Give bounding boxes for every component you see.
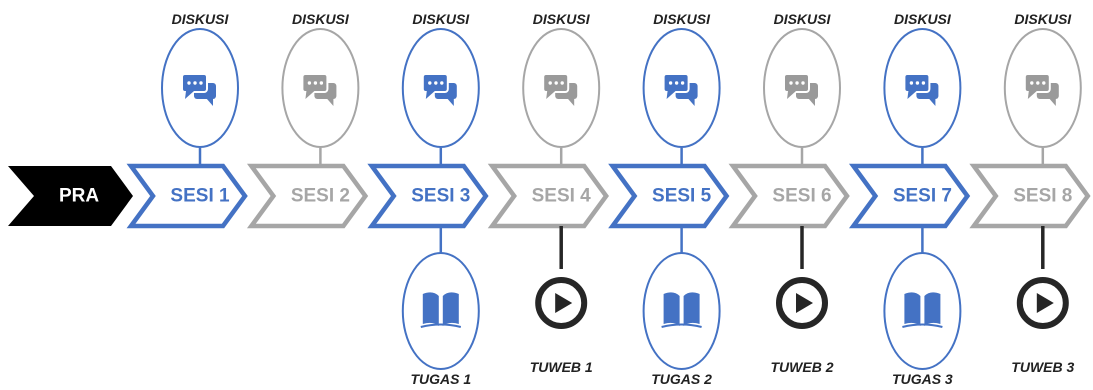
bottom-label-3: TUGAS 1 — [410, 371, 471, 387]
session-label-5: SESI 5 — [652, 186, 712, 207]
chat-back-tail-1 — [206, 98, 213, 106]
sessions-layer: SESI 1 DISKUSI SESI 2 DISKUSI SESI 3 DISKUSI T… — [126, 11, 1091, 387]
chat-dot-8-3 — [1042, 81, 1046, 85]
session-label-6: SESI 6 — [772, 186, 831, 207]
chat-back-tail-4 — [567, 98, 575, 106]
chat-front-tail-4 — [546, 91, 556, 99]
session-6: SESI 6 DISKUSI TUWEB 2 — [728, 11, 850, 375]
chat-front-tail-7 — [907, 91, 917, 99]
chat-dot-3-1 — [428, 81, 432, 85]
session-chevron-8 — [969, 163, 1091, 229]
chat-dot-7-2 — [915, 81, 920, 85]
chat-dot-6-3 — [801, 81, 805, 85]
bottom-label-5: TUGAS 2 — [651, 371, 712, 387]
play-triangle-8 — [1036, 293, 1054, 313]
chat-back-tail-8 — [1048, 98, 1056, 106]
session-chevron-7 — [848, 163, 971, 229]
pra-label: PRA — [59, 186, 99, 207]
chat-back-tail-3 — [446, 98, 454, 106]
top-label-3: DISKUSI — [412, 11, 470, 27]
session-chevron-3 — [367, 163, 489, 229]
bottom-label-7: TUGAS 3 — [892, 371, 953, 387]
book-left-page-5 — [663, 292, 680, 326]
chat-dot-4-3 — [560, 81, 564, 85]
session-chevron-1 — [126, 163, 248, 229]
chat-dot-1-3 — [199, 81, 203, 85]
book-base-5 — [661, 323, 702, 328]
chat-dot-6-2 — [795, 81, 799, 85]
session-label-4: SESI 4 — [532, 186, 592, 207]
book-right-page-5 — [683, 292, 700, 326]
session-2: SESI 2 DISKUSI — [246, 11, 369, 229]
chat-dot-1-2 — [193, 81, 197, 85]
top-label-4: DISKUSI — [533, 11, 591, 27]
session-1: SESI 1 DISKUSI — [126, 11, 248, 229]
bottom-icon-oval-5 — [642, 252, 721, 370]
chat-dot-3-2 — [434, 81, 438, 85]
chat-dot-3-3 — [440, 81, 444, 85]
chat-front-tail-1 — [185, 91, 194, 99]
bottom-label-4: TUWEB 1 — [530, 359, 593, 375]
chat-front-tail-6 — [787, 91, 796, 99]
session-chevron-2 — [246, 163, 369, 229]
top-label-6: DISKUSI — [774, 11, 832, 27]
chat-back-tail-5 — [687, 98, 695, 106]
play-triangle-6 — [796, 293, 813, 313]
book-base-7 — [902, 323, 943, 328]
bottom-label-6: TUWEB 2 — [771, 359, 834, 375]
book-left-page-7 — [904, 292, 921, 326]
chat-back-tail-6 — [808, 98, 815, 106]
top-label-2: DISKUSI — [292, 11, 350, 27]
chat-front-tail-5 — [666, 91, 676, 99]
session-label-2: SESI 2 — [291, 186, 350, 207]
session-5: SESI 5 DISKUSI TUGAS 2 — [608, 11, 730, 387]
session-8: SESI 8 DISKUSI TUWEB 3 — [969, 11, 1091, 375]
session-label-1: SESI 1 — [170, 186, 230, 207]
chat-back-tail-2 — [326, 98, 334, 106]
book-right-page-7 — [924, 292, 941, 326]
play-triangle-4 — [555, 293, 573, 313]
session-3: SESI 3 DISKUSI TUGAS 1 — [367, 11, 489, 387]
session-4: SESI 4 DISKUSI TUWEB 1 — [487, 11, 609, 375]
session-chevron-4 — [487, 163, 609, 229]
pra-arrow — [8, 166, 133, 226]
chat-dot-8-2 — [1036, 81, 1040, 85]
book-left-page-3 — [422, 292, 439, 326]
bottom-icon-oval-3 — [401, 252, 480, 370]
chat-dot-2-3 — [319, 81, 324, 85]
chat-back-tail-7 — [928, 98, 936, 106]
session-label-8: SESI 8 — [1013, 186, 1072, 207]
session-label-7: SESI 7 — [893, 186, 952, 207]
top-label-8: DISKUSI — [1014, 11, 1072, 27]
chat-front-tail-3 — [425, 91, 435, 99]
pra-stage: PRA — [8, 166, 133, 226]
chat-dot-2-1 — [307, 81, 312, 85]
chat-dot-2-2 — [313, 81, 318, 85]
top-label-1: DISKUSI — [172, 11, 230, 27]
chat-dot-5-3 — [680, 81, 685, 85]
chat-dot-4-1 — [548, 81, 552, 85]
chat-dot-4-2 — [554, 81, 558, 85]
top-label-5: DISKUSI — [653, 11, 711, 27]
chat-dot-8-1 — [1030, 81, 1034, 85]
chat-dot-5-1 — [668, 81, 673, 85]
chat-dot-7-3 — [921, 81, 926, 85]
session-chevron-5 — [608, 163, 730, 229]
book-right-page-3 — [442, 292, 459, 326]
chat-front-tail-8 — [1027, 91, 1037, 99]
bottom-label-8: TUWEB 3 — [1011, 359, 1074, 375]
top-label-7: DISKUSI — [894, 11, 952, 27]
chat-dot-7-1 — [909, 81, 914, 85]
chat-dot-5-2 — [674, 81, 679, 85]
bottom-icon-oval-7 — [883, 252, 962, 370]
chat-dot-1-1 — [187, 81, 191, 85]
session-label-3: SESI 3 — [411, 186, 470, 207]
session-chevron-6 — [728, 163, 850, 229]
session-7: SESI 7 DISKUSI TUGAS 3 — [848, 11, 971, 387]
book-base-3 — [420, 323, 462, 328]
chat-front-tail-2 — [305, 91, 315, 99]
chat-dot-6-1 — [789, 81, 793, 85]
